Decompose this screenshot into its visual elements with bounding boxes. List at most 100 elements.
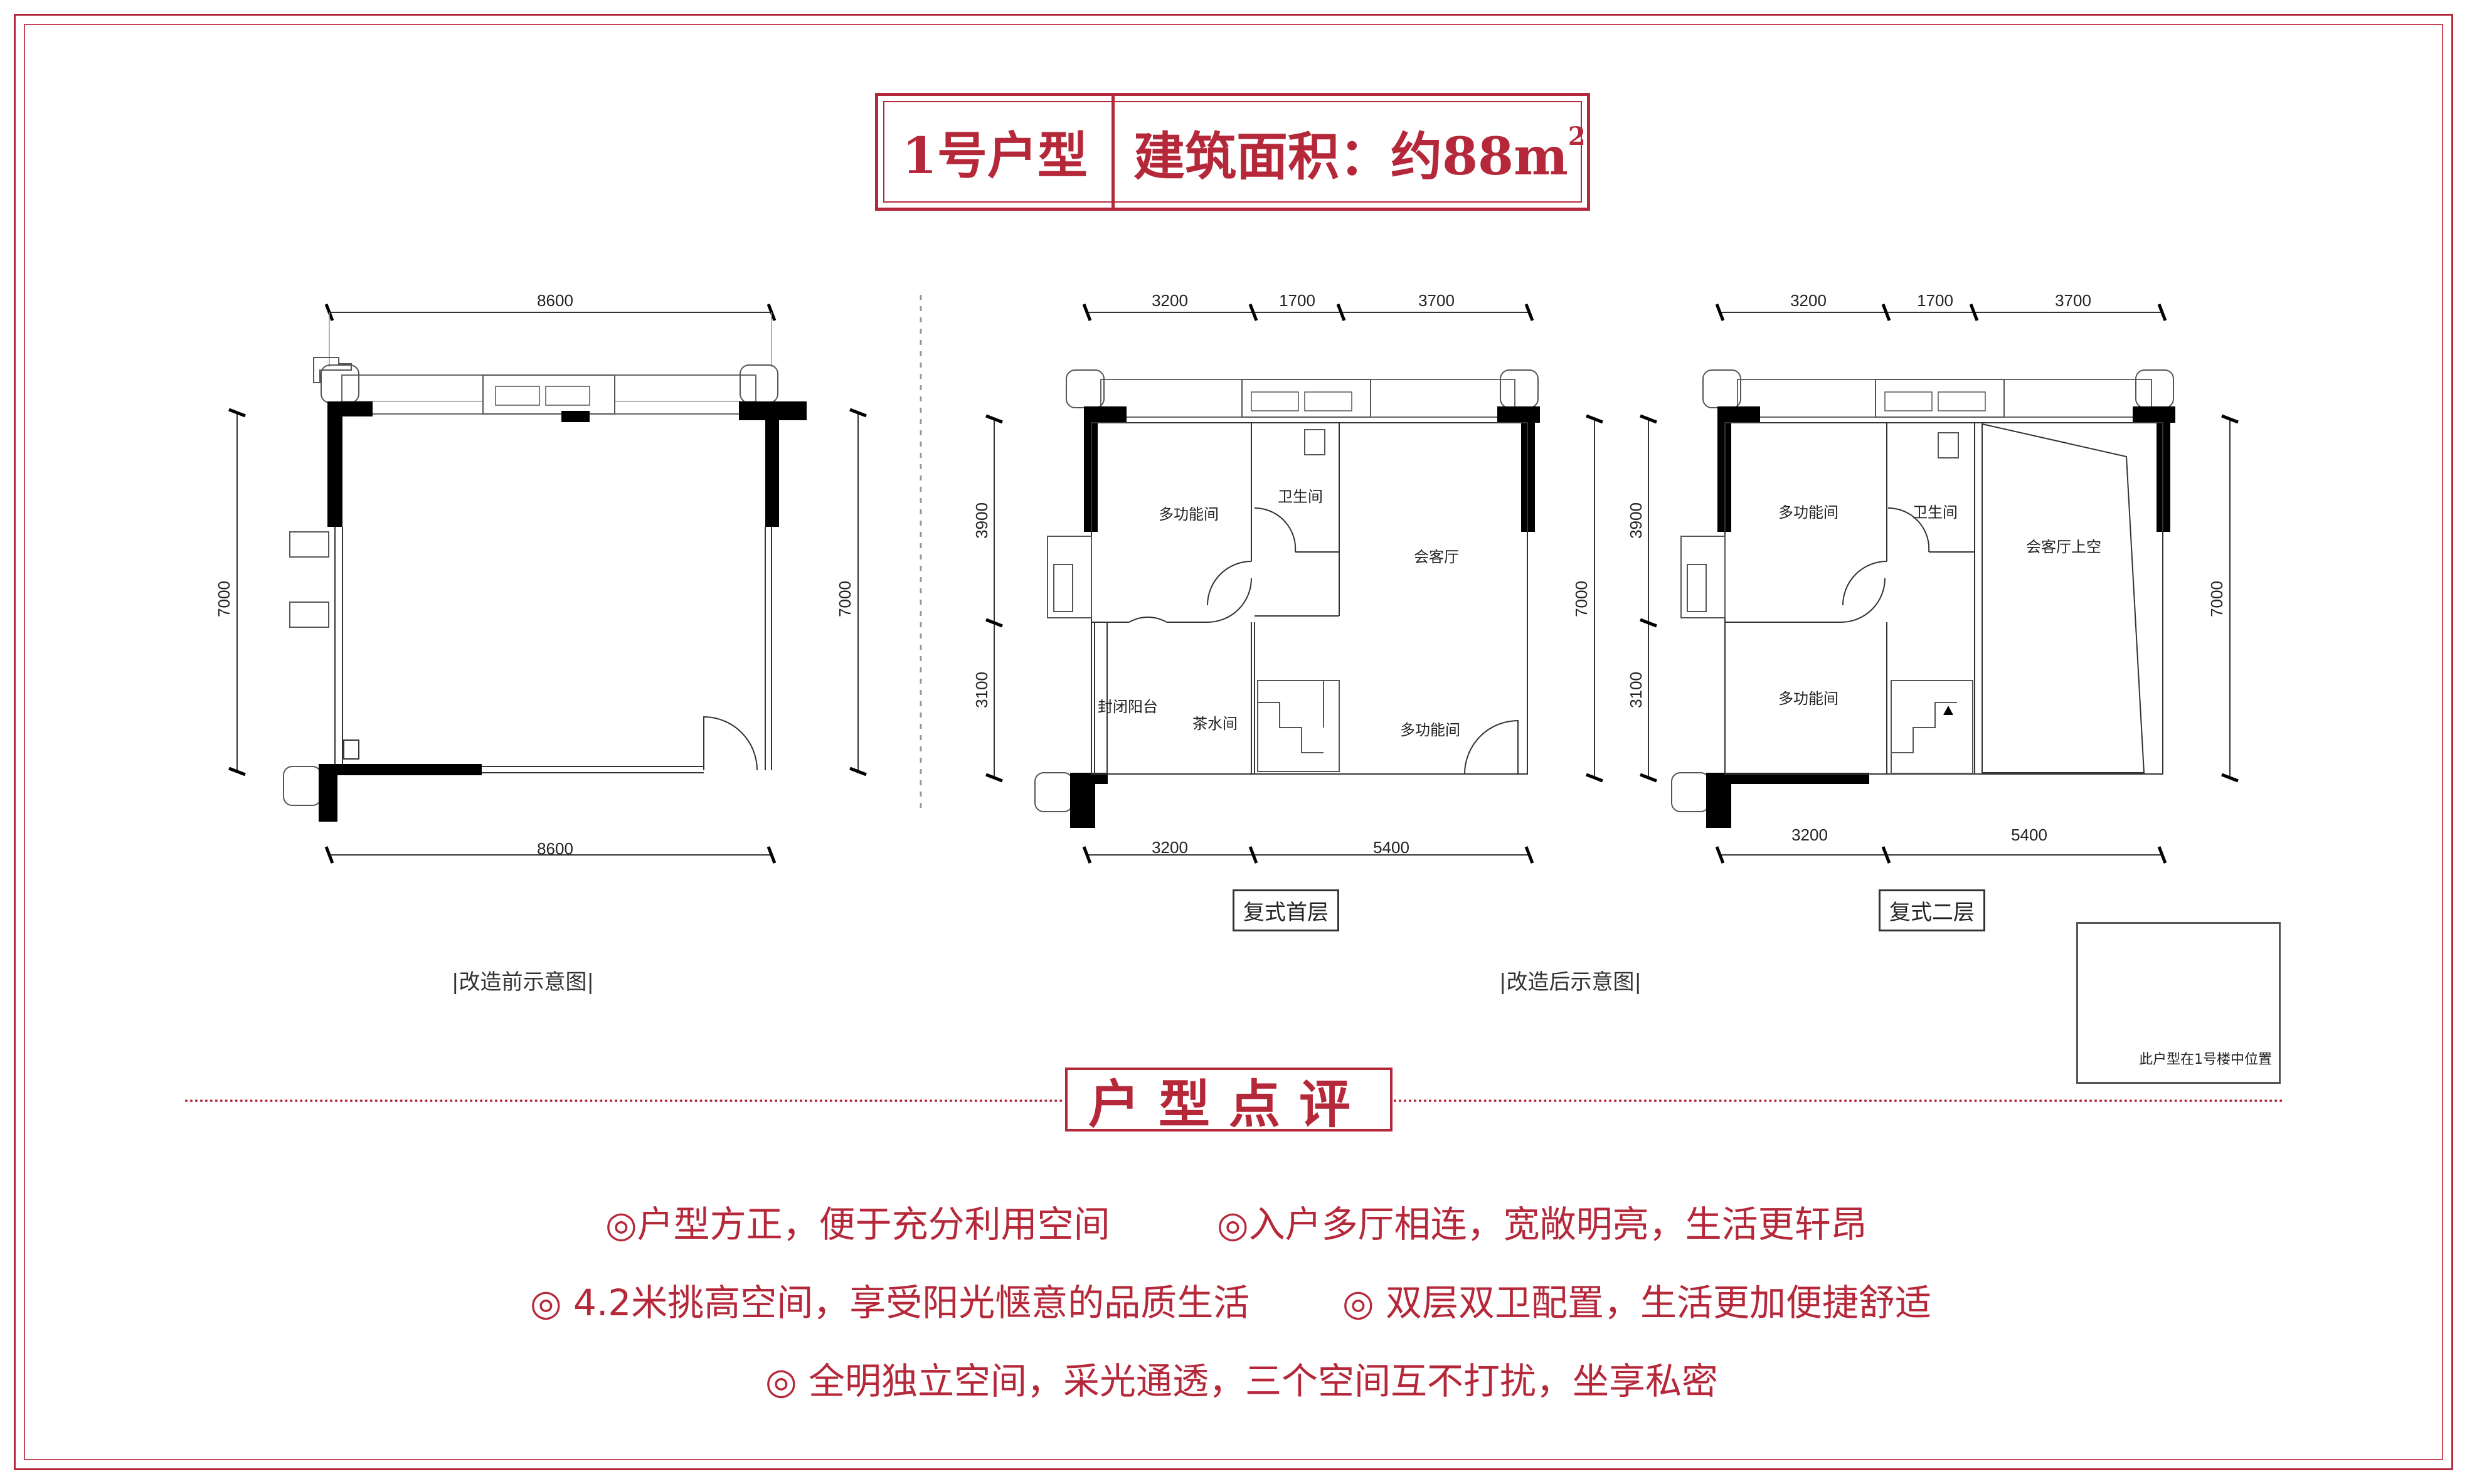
- wall: [327, 401, 342, 527]
- dim-tick: [1524, 304, 1534, 321]
- outer-frame: [14, 14, 2453, 1470]
- dim-tick: [1640, 618, 1657, 628]
- dim-tick: [1881, 846, 1891, 864]
- dim-left1-label: 3900: [1626, 502, 1645, 539]
- dim-top2-label: 1700: [1917, 291, 1953, 310]
- label-second-floor: 复式二层: [1879, 889, 1985, 931]
- corner-ornament: [1671, 772, 1710, 812]
- label-first-floor: 复式首层: [1233, 889, 1339, 931]
- ac-unit: [1304, 391, 1352, 411]
- dim-top-label: 8600: [537, 291, 573, 310]
- dim-top1-label: 3200: [1152, 291, 1188, 310]
- corner-ornament: [1500, 369, 1539, 408]
- dim-tick: [1969, 304, 1979, 321]
- ac-unit: [545, 386, 590, 406]
- plan-second-floor: 3200 1700 3700 3200 5400 3900 3100 7000: [1626, 291, 2239, 864]
- dim-left-label: 7000: [215, 581, 233, 617]
- dim-bottom1-label: 3200: [1152, 838, 1188, 857]
- corner-ornament: [1702, 369, 1741, 408]
- door-swing: [1840, 578, 1886, 623]
- dim-tick: [324, 846, 334, 864]
- door-swing: [1887, 507, 1930, 553]
- void-outline: [1982, 423, 2145, 773]
- corner-ornament: [1066, 369, 1105, 408]
- dim-tick: [1640, 414, 1657, 424]
- corner-ornament: [1034, 772, 1073, 812]
- bay-fixture: [1053, 564, 1073, 612]
- door-swing: [1207, 561, 1252, 606]
- dim-tick: [2221, 414, 2239, 424]
- dim-tick: [1248, 846, 1258, 864]
- outline: [1724, 422, 2163, 775]
- dim-tick: [1715, 304, 1725, 321]
- dim-tick: [767, 846, 777, 864]
- fixture: [343, 739, 359, 760]
- dim-bottom1-label: 3200: [1791, 825, 1828, 844]
- dim-tick: [1082, 846, 1092, 864]
- room-multi1: 多功能间: [1159, 506, 1219, 523]
- corner-ornament: [740, 364, 778, 403]
- title-box-inner-border: [883, 101, 1582, 203]
- dim-tick: [1640, 773, 1657, 783]
- dim-tick: [1586, 773, 1603, 783]
- dim-top3-label: 3700: [1418, 291, 1455, 310]
- dim-tick: [1082, 304, 1092, 321]
- review-title: 户型点评: [1065, 1068, 1393, 1135]
- area-superscript: 2: [1568, 121, 1586, 151]
- dim-top2-label: 1700: [1279, 291, 1315, 310]
- room-living: 会客厅: [1414, 548, 1459, 566]
- room-balcony: 封闭阳台: [1098, 698, 1158, 716]
- dim-tick: [849, 408, 867, 418]
- dim-tick: [1881, 304, 1891, 321]
- stairs: [1257, 680, 1340, 772]
- wall: [765, 401, 779, 527]
- dim-tick: [2221, 773, 2239, 783]
- dim-tick: [1248, 304, 1258, 321]
- dim-bottom2-label: 5400: [1373, 838, 1409, 857]
- dim-tick: [1336, 304, 1346, 321]
- dim-tick: [849, 766, 867, 776]
- dim-bottom-label: 8600: [537, 839, 573, 858]
- door-swing: [1254, 507, 1297, 553]
- toilet-fixture: [1304, 429, 1325, 455]
- dim-tick: [985, 414, 1003, 424]
- corner-ornament: [283, 766, 322, 806]
- legend-note: 此户型在1号楼中位置: [2139, 1052, 2272, 1068]
- caption-before: |改造前示意图|: [452, 970, 594, 995]
- review-point-1: ◎户型方正，便于充分利用空间: [605, 1203, 1110, 1246]
- dim-bottom2-label: 5400: [2011, 825, 2047, 844]
- ac-unit: [495, 386, 540, 406]
- toilet-fixture: [1938, 432, 1959, 458]
- room-bath: 卫生间: [1278, 488, 1323, 506]
- stair-steps: [1891, 702, 1957, 753]
- review-point-4: ◎ 双层双卫配置，生活更加便捷舒适: [1342, 1281, 1932, 1324]
- dim-left1-label: 3900: [972, 502, 991, 539]
- bay-window: [1047, 536, 1092, 618]
- room-multi2: 多功能间: [1778, 690, 1838, 708]
- plan-first-floor: 3200 1700 3700 3200 5400 3900 3100 7000: [972, 291, 1603, 864]
- dim-top1-label: 3200: [1790, 291, 1827, 310]
- room-void: 会客厅上空: [2026, 538, 2101, 556]
- review-point-3: ◎ 4.2米挑高空间，享受阳光惬意的品质生活: [530, 1281, 1250, 1324]
- dim-right-label: 7000: [1572, 581, 1591, 617]
- wall: [1706, 773, 1869, 784]
- corner-ornament: [2135, 369, 2174, 408]
- dim-top3-label: 3700: [2055, 291, 2091, 310]
- ac-unit: [1938, 391, 1986, 411]
- wall: [319, 764, 337, 822]
- room-multi2: 多功能间: [1400, 721, 1460, 739]
- corner-ornament: [313, 357, 352, 383]
- dim-tick: [1715, 846, 1725, 864]
- door-swing: [1128, 616, 1167, 623]
- bay-window: [1680, 536, 1726, 618]
- review-divider-left: [185, 1100, 1063, 1102]
- bay-fixture: [1687, 564, 1707, 612]
- ac-unit-box: [482, 374, 615, 415]
- review-point-2: ◎入户多厅相连，宽敞明亮，生活更轩昂: [1217, 1203, 1867, 1246]
- dim-tick: [2157, 304, 2167, 321]
- room-multi1: 多功能间: [1778, 504, 1838, 521]
- dim-tick: [228, 408, 246, 418]
